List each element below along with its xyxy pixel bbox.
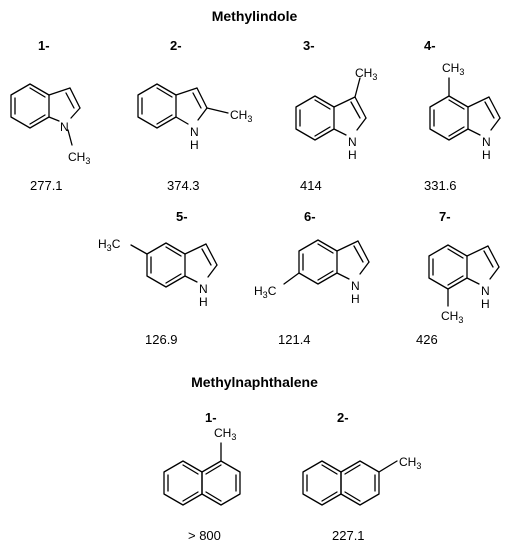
indole-4-structure: N H CH3: [429, 61, 501, 162]
indole-1-number: 1-: [38, 38, 50, 53]
naphthalene-2-structure: CH3: [302, 455, 421, 506]
indole-4-number: 4-: [424, 38, 436, 53]
indole-3-structure: N H CH3: [295, 66, 377, 162]
indole-3-n-atom: N: [348, 135, 357, 149]
indole-2-structure: N H CH3: [137, 83, 252, 152]
title-methylindole: Methylindole: [211, 8, 298, 24]
indole-3-number: 3-: [303, 38, 315, 53]
indole-1-n-atom: N: [60, 120, 69, 134]
indole-6-nh-h: H: [351, 292, 360, 306]
indole-1-value: 277.1: [30, 178, 63, 193]
indole-4-value: 331.6: [424, 178, 457, 193]
indole-6-value: 121.4: [278, 332, 311, 347]
indole-5-methyl-label: H3C: [98, 237, 121, 253]
indole-7-number: 7-: [439, 209, 451, 224]
indole-3-nh-h: H: [348, 148, 357, 162]
title-methylnaphthalene: Methylnaphthalene: [191, 374, 318, 390]
naphthalene-1-value: > 800: [188, 528, 221, 543]
naphthalene-1-methyl-label: CH3: [214, 426, 236, 442]
indole-3-value: 414: [300, 178, 322, 193]
indole-6-structure: N H H3C: [254, 239, 370, 306]
indole-5-nh-h: H: [199, 295, 208, 309]
indole-6-n-atom: N: [351, 279, 360, 293]
indole-4-n-atom: N: [482, 135, 491, 149]
indole-1-structure: N CH3: [10, 83, 90, 166]
indole-3-methyl-label: CH3: [355, 66, 377, 82]
indole-1-methyl-label: CH3: [68, 150, 90, 166]
naphthalene-2-methyl-label: CH3: [399, 455, 421, 471]
indole-2-number: 2-: [170, 38, 182, 53]
indole-7-methyl-label: CH3: [441, 309, 463, 325]
indole-6-number: 6-: [304, 209, 316, 224]
indole-5-value: 126.9: [145, 332, 178, 347]
indole-5-n-atom: N: [199, 282, 208, 296]
naphthalene-2-value: 227.1: [332, 528, 365, 543]
indole-6-methyl-label: H3C: [254, 284, 277, 300]
indole-7-n-atom: N: [481, 284, 490, 298]
indole-4-nh-h: H: [482, 148, 491, 162]
naphthalene-1-number: 1-: [205, 410, 217, 425]
indole-7-nh-h: H: [481, 297, 490, 311]
indole-7-value: 426: [416, 332, 438, 347]
indole-2-n-atom: N: [190, 125, 199, 139]
indole-4-methyl-label: CH3: [442, 61, 464, 77]
indole-2-value: 374.3: [167, 178, 200, 193]
naphthalene-1-structure: CH3: [163, 426, 241, 506]
indole-2-nh-h: H: [190, 138, 199, 152]
indole-7-structure: N H CH3: [428, 244, 500, 325]
indole-2-methyl-label: CH3: [230, 108, 252, 124]
indole-5-number: 5-: [176, 209, 188, 224]
indole-5-structure: N H H3C: [98, 237, 218, 309]
naphthalene-2-number: 2-: [337, 410, 349, 425]
